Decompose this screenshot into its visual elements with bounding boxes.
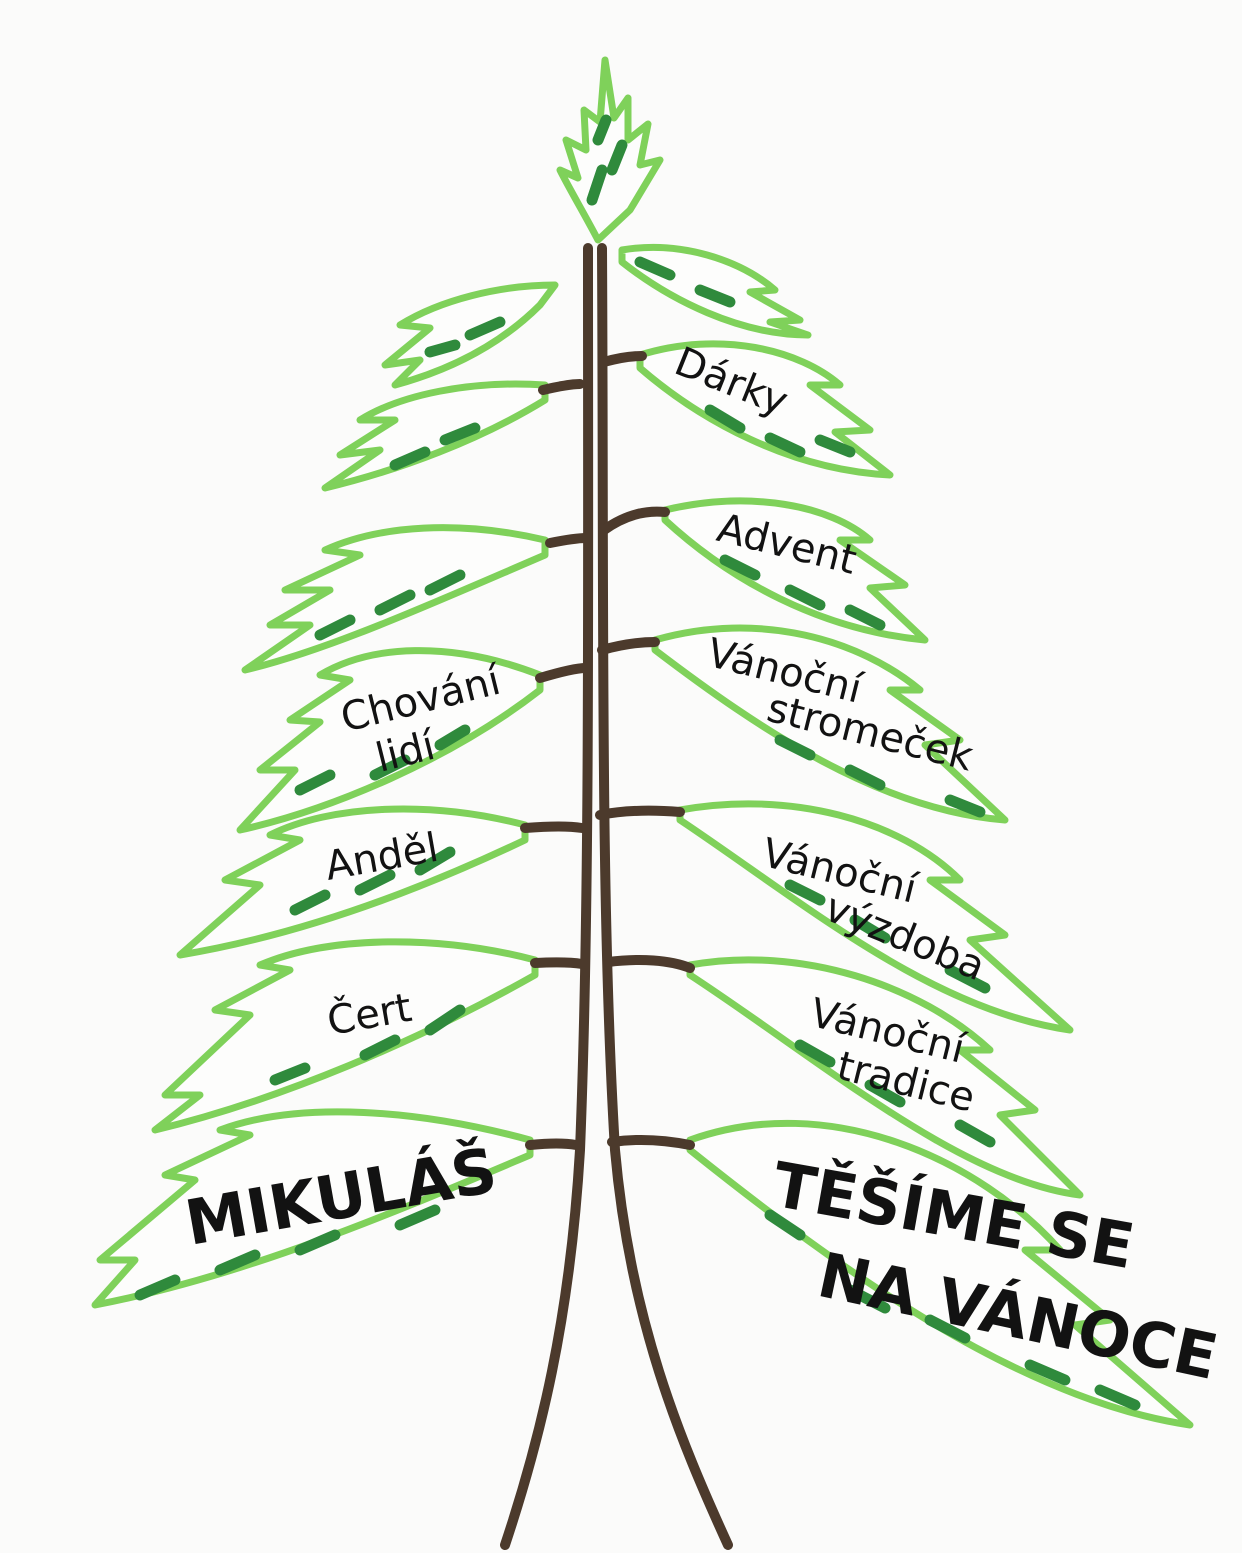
branch-right-1 (622, 247, 808, 335)
tree-top-outline (560, 60, 660, 240)
tree-top-needle-3 (598, 120, 606, 140)
branch-right-4-twig (602, 642, 655, 650)
branch-right-6-twig (608, 960, 690, 968)
branch-right-5-twig (600, 811, 680, 815)
branch-left-2-twig (543, 384, 580, 390)
trunk (505, 248, 728, 1545)
branch-left-1-needle-1 (430, 345, 455, 352)
branch-left-1 (385, 285, 555, 385)
branch-right-2-twig (604, 356, 642, 362)
branch-left-5-twig (525, 827, 582, 829)
branch-left-2 (325, 384, 580, 488)
branch-left-6-twig (535, 962, 582, 964)
branch-left-2-outline (325, 384, 545, 488)
branch-right-7-twig (612, 1140, 690, 1145)
tree-top (560, 60, 660, 240)
branch-left-7-twig (530, 1144, 576, 1146)
trunk-right-edge (602, 248, 728, 1545)
trunk-left-edge (505, 248, 588, 1545)
branch-right-3-twig (604, 512, 665, 530)
branch-left-3-twig (550, 538, 586, 543)
branch-left-4-twig (540, 668, 586, 678)
